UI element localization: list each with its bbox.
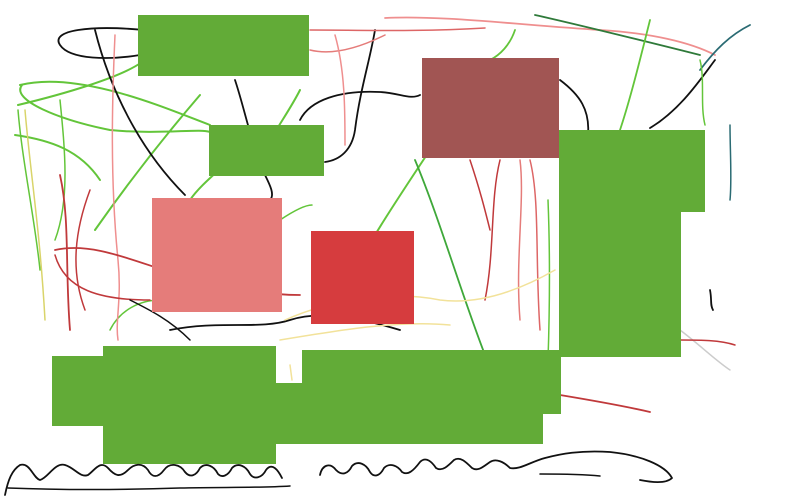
- wavy-line: [7, 485, 291, 491]
- stroke: [59, 174, 71, 331]
- stroke: [384, 16, 716, 56]
- wavy-line: [539, 473, 601, 477]
- stroke: [299, 90, 421, 121]
- stroke: [699, 24, 751, 71]
- stroke: [679, 329, 731, 371]
- stroke: [469, 159, 491, 231]
- stroke: [619, 19, 651, 131]
- stroke: [534, 14, 701, 56]
- stroke: [19, 80, 211, 126]
- green-block-right: [559, 130, 705, 357]
- stroke: [19, 84, 211, 133]
- stroke: [679, 339, 736, 346]
- stroke: [699, 59, 706, 126]
- stroke: [729, 124, 732, 201]
- red-square: [311, 231, 414, 324]
- stroke: [529, 159, 541, 331]
- stroke: [309, 27, 486, 32]
- stroke: [547, 199, 551, 361]
- stroke: [94, 29, 186, 196]
- green-shape-bottom: [52, 346, 561, 464]
- stroke: [54, 99, 66, 241]
- stroke: [559, 79, 590, 136]
- stroke: [94, 94, 201, 231]
- salmon-square: [152, 198, 282, 312]
- stroke: [279, 322, 451, 341]
- stroke: [279, 204, 313, 221]
- stroke: [54, 254, 151, 301]
- stroke: [17, 109, 41, 271]
- stroke: [414, 159, 486, 356]
- stroke: [559, 394, 651, 413]
- stroke: [129, 299, 191, 341]
- green-rectangle-top: [138, 15, 309, 76]
- stroke: [14, 134, 101, 181]
- shapes: [52, 15, 705, 464]
- stroke: [484, 159, 501, 301]
- stroke: [649, 59, 716, 129]
- foreground-strokes: [4, 364, 673, 496]
- stroke: [24, 109, 46, 321]
- stroke: [57, 27, 146, 59]
- green-rectangle-small: [209, 125, 324, 176]
- stroke: [324, 29, 376, 163]
- stroke: [75, 189, 91, 311]
- stroke: [374, 149, 431, 236]
- stroke: [309, 34, 386, 53]
- wavy-line: [4, 463, 283, 496]
- stroke: [289, 364, 293, 381]
- stroke: [111, 34, 120, 341]
- maroon-rectangle: [422, 58, 559, 158]
- stroke: [334, 34, 346, 146]
- wavy-line: [319, 450, 673, 483]
- stroke: [709, 289, 714, 311]
- stroke: [517, 159, 523, 321]
